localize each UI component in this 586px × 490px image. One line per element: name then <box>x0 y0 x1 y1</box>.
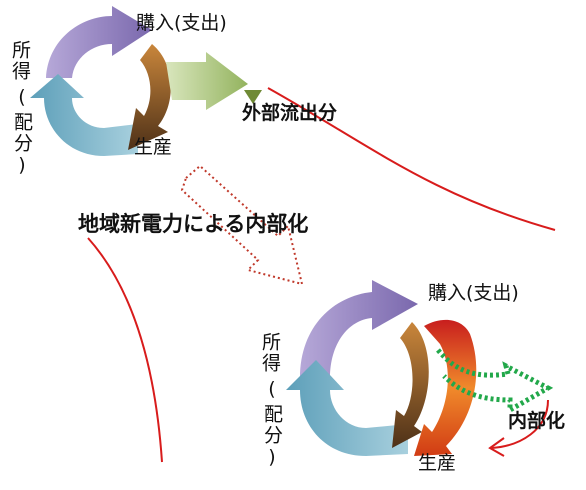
red-internalize-arrowhead <box>488 437 505 457</box>
internalization-heading: 地域新電力による内部化 <box>78 212 309 236</box>
bottom-distribution-label: 配分) <box>261 404 283 470</box>
red-internalize-curve <box>491 399 549 449</box>
green-outflow-arrow <box>166 52 248 110</box>
purple-purchase-arrow <box>46 6 152 78</box>
top-production-label: 生産 <box>134 136 173 158</box>
outflow-label: 外部流出分 <box>242 102 338 124</box>
bottom-income-paren: ( <box>261 378 283 402</box>
green-dotted-internal-arrow <box>436 348 554 415</box>
bottom-purchase-label: 購入(支出) <box>428 282 519 304</box>
brown-production-arrow-bottom <box>392 322 429 448</box>
orange-internal-arrow <box>414 319 477 456</box>
bottom-cycle <box>286 280 554 457</box>
bottom-income-label: 所得 <box>259 332 281 374</box>
blue-income-arrow <box>30 74 138 156</box>
outflow-arrow-tip <box>244 90 262 104</box>
top-cycle <box>30 6 262 156</box>
blue-income-arrow-bottom <box>286 360 408 456</box>
transition-dotted-arrow <box>180 164 304 286</box>
purple-purchase-arrow-bottom <box>300 280 418 378</box>
top-purchase-label: 購入(支出) <box>136 12 227 34</box>
top-distribution-label: 配分) <box>11 112 33 178</box>
bottom-production-label: 生産 <box>418 452 457 474</box>
brown-production-arrow <box>128 44 171 150</box>
red-curve-top-right <box>267 87 556 231</box>
red-curve-left <box>87 237 163 463</box>
top-income-label: 所得 <box>9 40 31 82</box>
internalize-label: 内部化 <box>508 410 566 432</box>
top-income-paren: ( <box>11 86 33 110</box>
